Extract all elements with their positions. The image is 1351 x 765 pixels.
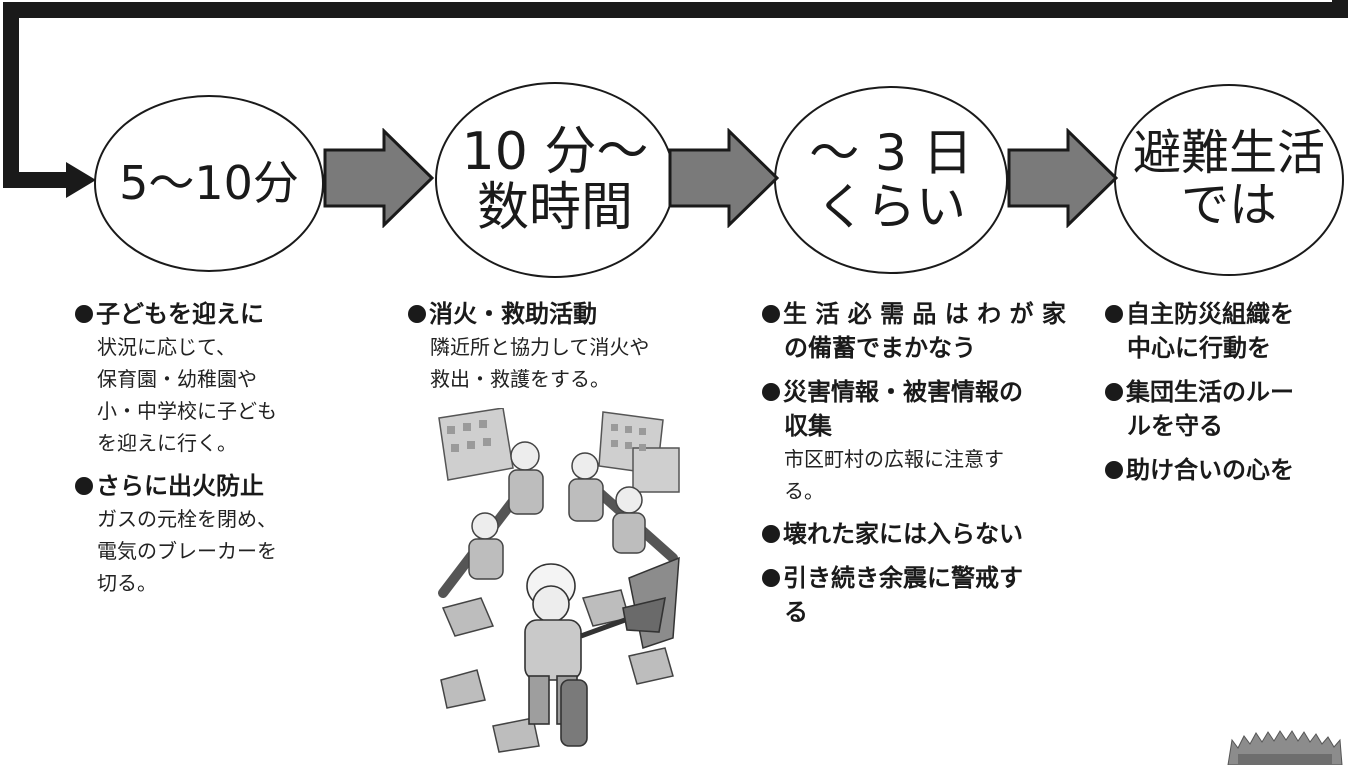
bullet-icon [1105, 305, 1123, 323]
heading-line: 壊れた家には入らない [783, 520, 1023, 548]
detail-item: 生 活 必 需 品 は わ が 家 の備蓄でまかなう [762, 297, 1082, 365]
body-line: を迎えに行く。 [97, 431, 237, 455]
body-line: 小・中学校に子ども [97, 399, 277, 423]
body-line: 状況に応じて、 [97, 335, 236, 359]
bullet-icon [75, 477, 93, 495]
detail-item: 災害情報・被害情報の 収集 市区町村の広報に注意す る。 [762, 375, 1082, 507]
heading-line: 消火・救助活動 [429, 300, 597, 328]
heading-line: 助け合いの心を [1126, 456, 1294, 484]
body-line: 保育園・幼稚園や [97, 367, 257, 391]
detail-heading: 消火・救助活動 [408, 297, 728, 331]
detail-heading: 助け合いの心を [1105, 453, 1345, 487]
stage-label-line: 10 分～ [461, 121, 649, 182]
detail-heading: 引き続き余震に警戒す [762, 561, 1082, 595]
detail-heading-cont: る [784, 598, 808, 626]
detail-item: 消火・救助活動 隣近所と協力して消火や 救出・救護をする。 [408, 297, 728, 395]
detail-heading: 壊れた家には入らない [762, 517, 1082, 551]
stage-details-4: 自主防災組織を 中心に行動を 集団生活のルー ルを守る 助け合いの心を [1105, 297, 1345, 497]
next-arrow-icon [668, 128, 780, 228]
stage-label-line: くらい [815, 178, 966, 236]
stage-details-1: 子どもを迎えに 状況に応じて、 保育園・幼稚園や 小・中学校に子ども を迎えに行… [75, 297, 375, 609]
bullet-icon [75, 305, 93, 323]
bullet-icon [1105, 383, 1123, 401]
detail-item: 自主防災組織を 中心に行動を [1105, 297, 1345, 365]
stage-label-line: 5～10分 [119, 155, 299, 210]
heading-line: 生 活 必 需 品 は わ が 家 [783, 300, 1066, 328]
detail-heading-cont: 中心に行動を [1127, 334, 1271, 362]
detail-heading-cont: 収集 [784, 412, 832, 440]
detail-heading-cont: ルを守る [1127, 412, 1223, 440]
heading-line: 子どもを迎えに [96, 300, 264, 328]
connector-arrowhead [66, 162, 96, 198]
detail-body: ガスの元栓を閉め、 電気のブレーカーを 切る。 [75, 503, 375, 599]
stage-circle-3: ～ 3 日 くらい [774, 86, 1008, 274]
detail-item: 壊れた家には入らない [762, 517, 1082, 551]
stage-label-line: 数時間 [476, 178, 633, 238]
detail-body: 隣近所と協力して消火や 救出・救護をする。 [408, 331, 728, 395]
body-line: ガスの元栓を閉め、 [97, 507, 277, 531]
bullet-icon [762, 305, 780, 323]
stage-label-line: 避難生活 [1132, 125, 1325, 182]
detail-heading: 集団生活のルー [1105, 375, 1345, 409]
detail-heading: 災害情報・被害情報の [762, 375, 1082, 409]
detail-body: 市区町村の広報に注意す る。 [762, 443, 1082, 507]
stage-details-3: 生 活 必 需 品 は わ が 家 の備蓄でまかなう 災害情報・被害情報の 収集… [762, 297, 1082, 639]
heading-line: 集団生活のルー [1126, 378, 1294, 406]
bullet-icon [762, 525, 780, 543]
body-line: る。 [784, 479, 824, 503]
bullet-icon [762, 569, 780, 587]
connector-path [3, 0, 1348, 188]
stage-label-3: ～ 3 日 くらい [809, 126, 973, 234]
detail-heading-cont: の備蓄でまかなう [784, 334, 976, 362]
flow-connector-line [3, 0, 1348, 198]
heading-line: 引き続き余震に警戒す [783, 564, 1023, 592]
stage-details-2: 消火・救助活動 隣近所と協力して消火や 救出・救護をする。 [408, 297, 728, 405]
detail-heading: 自主防災組織を [1105, 297, 1345, 331]
detail-item: 子どもを迎えに 状況に応じて、 保育園・幼稚園や 小・中学校に子ども を迎えに行… [75, 297, 375, 459]
heading-line: 自主防災組織を [1126, 300, 1294, 328]
stage-label-line: ～ 3 日 [809, 124, 973, 182]
bullet-icon [762, 383, 780, 401]
stage-label-line: では [1180, 177, 1277, 233]
stage-circle-4: 避難生活 では [1114, 84, 1344, 276]
stage-circle-2: 10 分～ 数時間 [435, 82, 675, 278]
body-line: 救出・救護をする。 [430, 367, 610, 391]
detail-heading: 生 活 必 需 品 は わ が 家 [762, 297, 1082, 331]
rescue-scene-illustration [433, 408, 683, 760]
heading-line: さらに出火防止 [96, 472, 264, 500]
body-line: 切る。 [97, 571, 157, 595]
heading-line: 災害情報・被害情報の [783, 378, 1023, 406]
detail-heading: 子どもを迎えに [75, 297, 375, 331]
detail-item: 引き続き余震に警戒す る [762, 561, 1082, 629]
seal-badge [1227, 730, 1343, 765]
next-arrow-icon [323, 128, 435, 228]
next-arrow-icon [1007, 128, 1119, 228]
body-line: 電気のブレーカーを [97, 539, 277, 563]
detail-heading: さらに出火防止 [75, 469, 375, 503]
detail-body: 状況に応じて、 保育園・幼稚園や 小・中学校に子ども を迎えに行く。 [75, 331, 375, 459]
stage-circle-1: 5～10分 [94, 95, 324, 272]
stage-label-2: 10 分～ 数時間 [462, 124, 649, 236]
detail-item: さらに出火防止 ガスの元栓を閉め、 電気のブレーカーを 切る。 [75, 469, 375, 599]
bullet-icon [408, 305, 426, 323]
detail-item: 集団生活のルー ルを守る [1105, 375, 1345, 443]
stage-label-1: 5～10分 [119, 155, 299, 210]
body-line: 隣近所と協力して消火や [430, 335, 650, 359]
detail-item: 助け合いの心を [1105, 453, 1345, 487]
body-line: 市区町村の広報に注意す [784, 447, 1004, 471]
bullet-icon [1105, 461, 1123, 479]
stage-label-4: 避難生活 では [1132, 125, 1325, 233]
